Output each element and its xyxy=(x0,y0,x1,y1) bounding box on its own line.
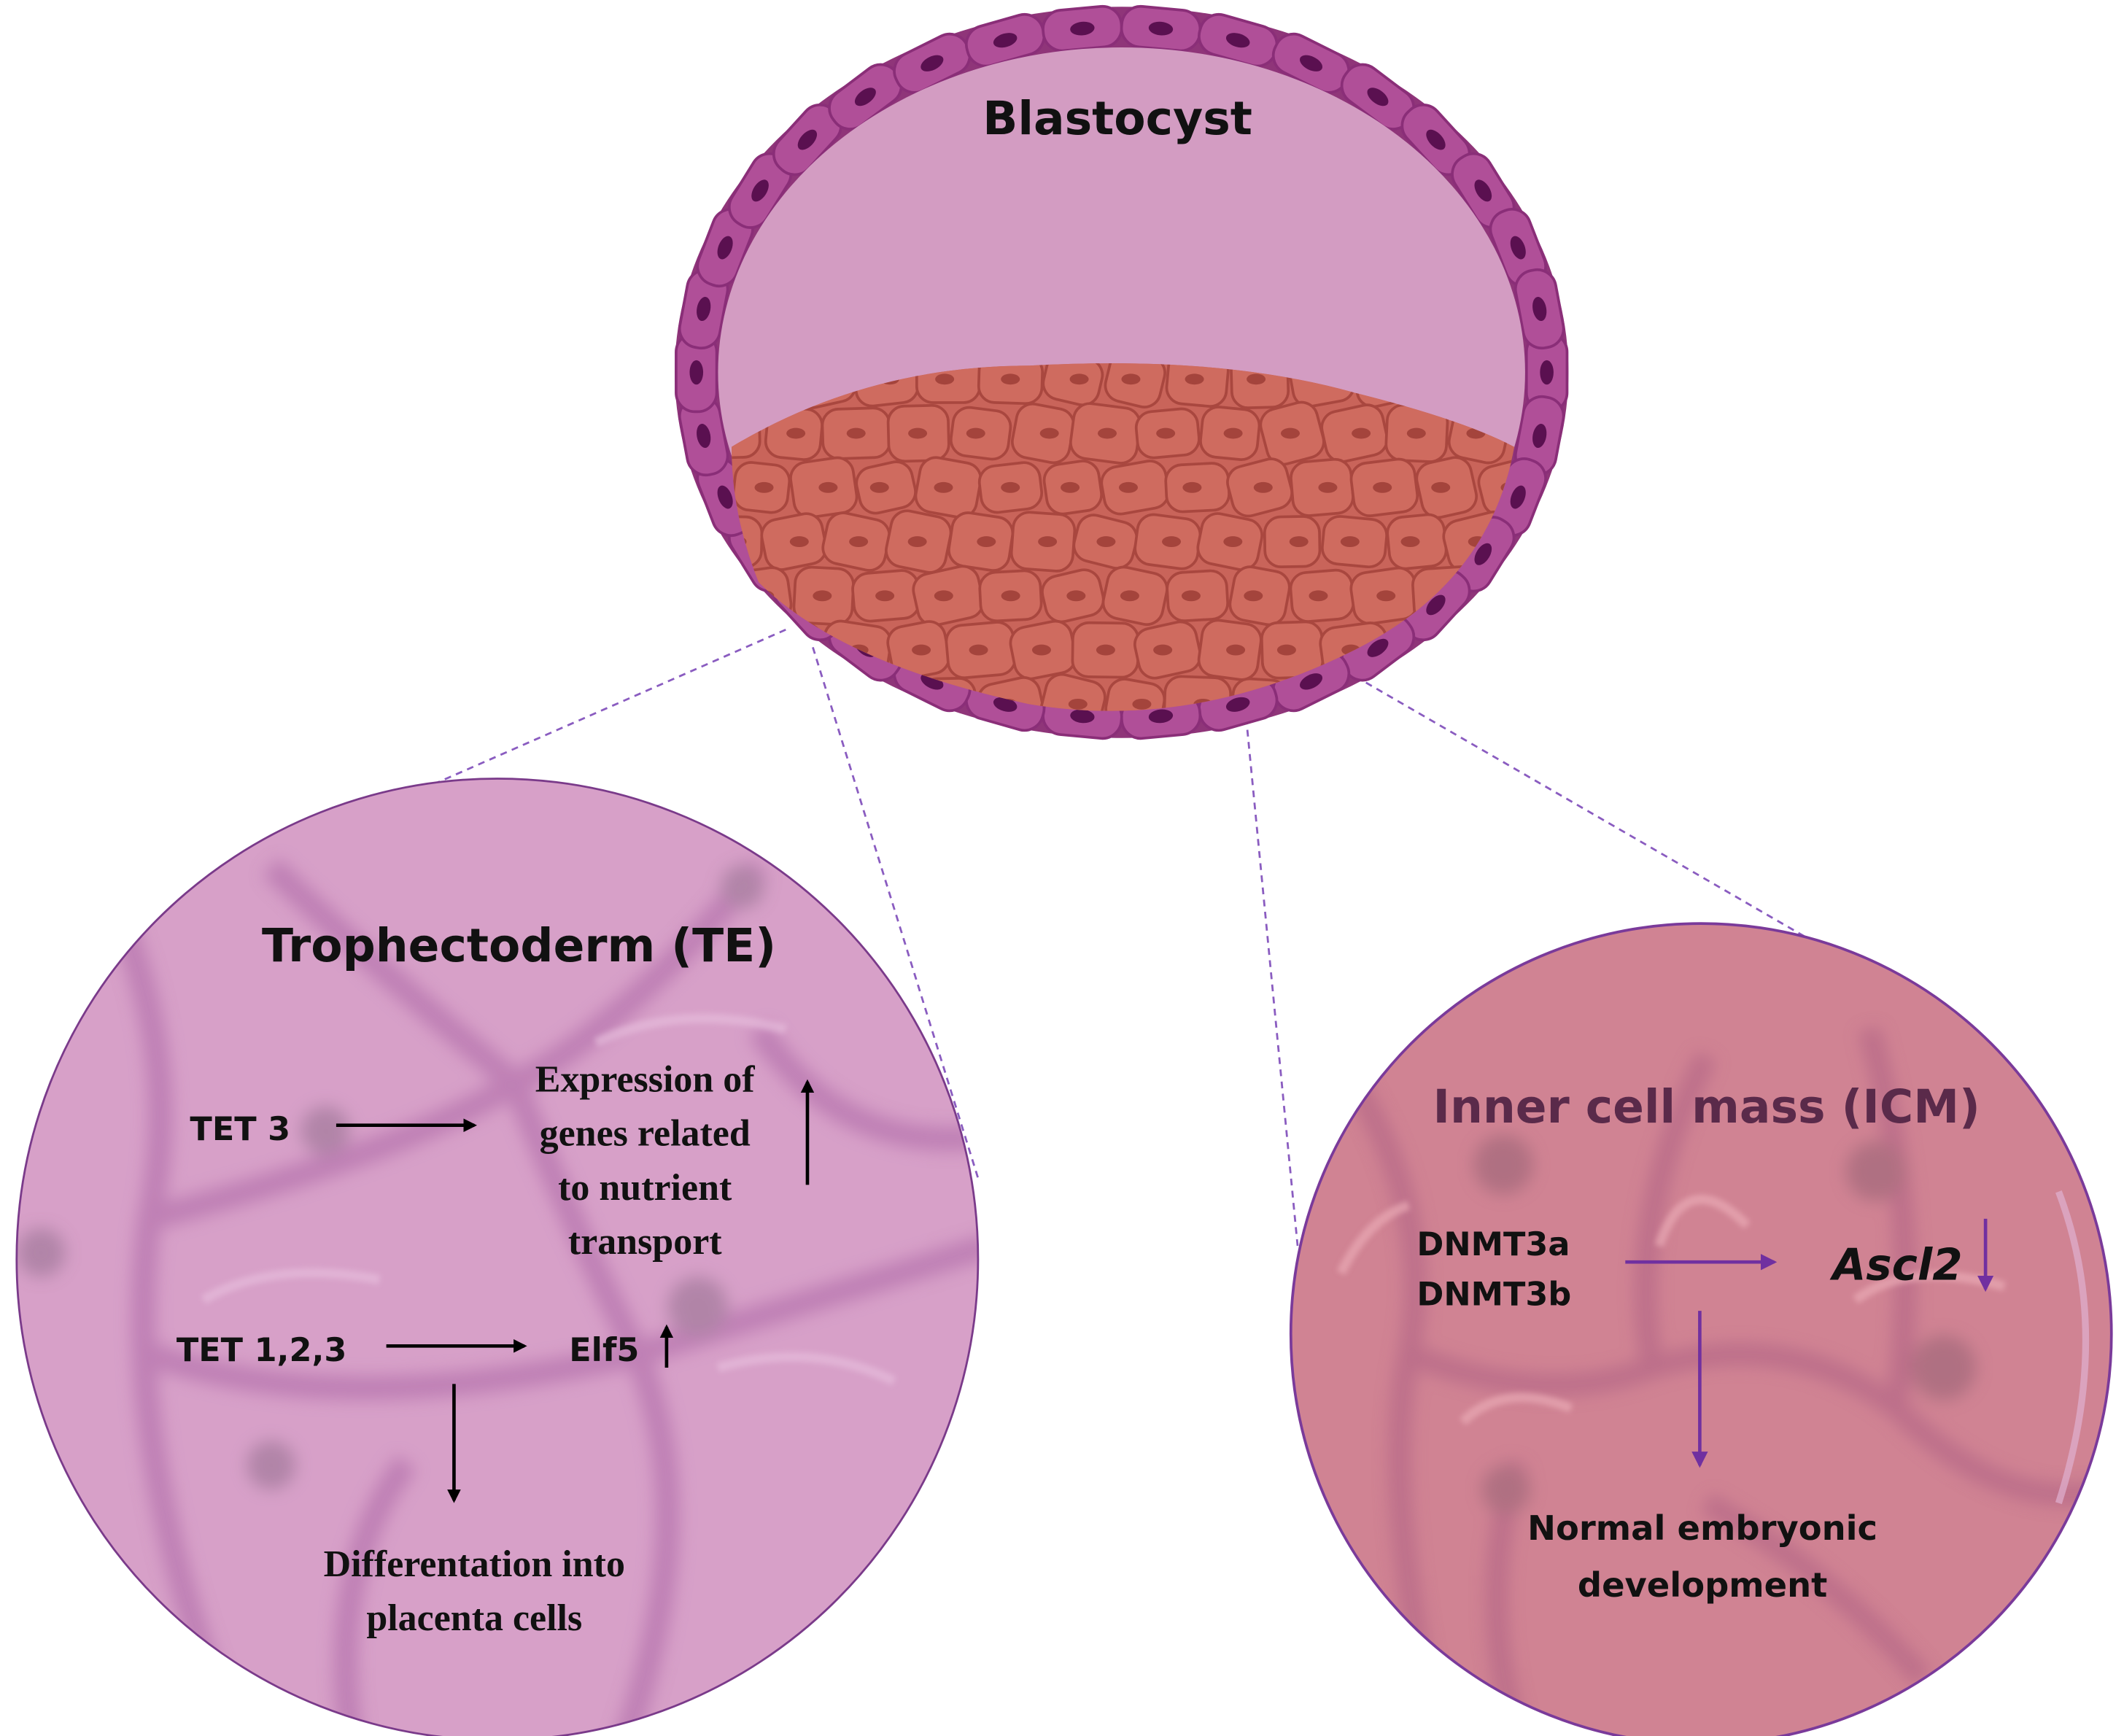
trophectoderm-cell xyxy=(678,268,729,350)
icm-cell xyxy=(1133,620,1202,680)
icm-cell xyxy=(855,460,917,515)
icm-cell xyxy=(912,565,985,627)
expression-line: genes related xyxy=(540,1113,751,1155)
trophectoderm-cell xyxy=(1489,208,1547,288)
icm-cell xyxy=(1321,515,1388,569)
icm-cell xyxy=(732,678,794,711)
icm-cell xyxy=(1228,565,1291,627)
icm-cell xyxy=(1289,568,1355,623)
icm-cell xyxy=(1041,568,1105,624)
expression-line: transport xyxy=(568,1221,722,1263)
icm-cell xyxy=(1351,677,1418,711)
icm-cell xyxy=(792,565,855,626)
trophectoderm-cell xyxy=(1042,4,1123,53)
icm-cell xyxy=(1415,456,1478,519)
icm-cell xyxy=(1386,513,1448,570)
trophectoderm-cell xyxy=(1513,268,1565,350)
trophectoderm-zoom-circle: Trophectoderm (TE) TET 3 Expression of g… xyxy=(15,778,980,1736)
trophectoderm-cell xyxy=(675,331,718,414)
icm-cell xyxy=(1320,403,1389,463)
icm-zoom-circle: Inner cell mass (ICM) DNMT3a DNMT3b Ascl… xyxy=(1290,922,2113,1736)
elf5-label: Elf5 xyxy=(569,1331,639,1369)
trophectoderm-title: Trophectoderm (TE) xyxy=(262,918,776,972)
ascl2-label: Ascl2 xyxy=(1829,1240,1962,1290)
dnmt3b-label: DNMT3b xyxy=(1416,1276,1571,1314)
icm-cell xyxy=(1039,673,1106,711)
icm-cell xyxy=(789,456,858,519)
icm-cell xyxy=(732,461,791,514)
icm-cell xyxy=(1349,566,1419,625)
differentiation-line: placenta cells xyxy=(366,1597,582,1639)
icm-cell xyxy=(1480,678,1515,711)
differentiation-text: Differentation into placenta cells xyxy=(324,1543,625,1639)
trophectoderm-cell xyxy=(696,208,754,288)
icm-cell xyxy=(1197,619,1263,681)
icm-cell xyxy=(1263,515,1322,569)
differentiation-line: Differentation into xyxy=(324,1543,625,1585)
icm-cell xyxy=(1166,569,1229,622)
icm-cell xyxy=(945,621,1017,680)
icm-cell xyxy=(1444,621,1513,678)
icm-cell xyxy=(1226,457,1293,518)
icm-cell xyxy=(978,569,1043,623)
nutrient-transport-text: Expression of genes related to nutrient … xyxy=(535,1058,755,1263)
trophectoderm-cell xyxy=(678,395,729,477)
icm-cell xyxy=(947,511,1015,572)
icm-cell xyxy=(732,566,793,626)
icm-cell xyxy=(732,621,761,679)
icm-cell xyxy=(1011,402,1075,465)
icm-cell xyxy=(1133,513,1202,570)
icm-cell xyxy=(1071,621,1140,679)
trophectoderm-cell xyxy=(1513,395,1565,477)
icm-title: Inner cell mass (ICM) xyxy=(1433,1080,1980,1134)
icm-cell xyxy=(1042,363,1104,407)
outcome-text: Normal embryonic development xyxy=(1527,1508,1877,1605)
icm-cell xyxy=(1290,457,1354,517)
trophectoderm-cell xyxy=(1120,4,1202,53)
icm-cell xyxy=(914,456,982,519)
icm-cell xyxy=(1259,400,1325,466)
icm-cell xyxy=(1164,462,1230,514)
blastocyst-illustration: Blastocyst xyxy=(675,4,1569,740)
icm-cell xyxy=(1196,512,1263,571)
icm-cell xyxy=(885,509,953,574)
icm-cell xyxy=(886,403,950,463)
expression-line: to nutrient xyxy=(558,1167,732,1209)
icm-cell xyxy=(977,461,1044,514)
icm-cell xyxy=(821,406,892,460)
icm-cell xyxy=(1349,457,1419,517)
dnmt3a-label: DNMT3a xyxy=(1416,1225,1570,1263)
icm-cell xyxy=(949,406,1012,461)
icm-cell xyxy=(1416,676,1477,711)
icm-cell xyxy=(1042,460,1103,516)
blastocyst-label: Blastocyst xyxy=(982,91,1252,145)
expression-line: Expression of xyxy=(535,1058,755,1100)
icm-cell xyxy=(1009,619,1077,681)
icm-cell xyxy=(1199,406,1261,461)
tet123-label: TET 1,2,3 xyxy=(177,1331,347,1369)
icm-cell xyxy=(1069,402,1142,465)
icm-cell xyxy=(851,569,921,623)
icm-cell xyxy=(977,363,1044,406)
icm-cell xyxy=(1134,407,1201,460)
outcome-line: development xyxy=(1578,1565,1827,1605)
icm-cell xyxy=(1009,511,1077,573)
outcome-line: Normal embryonic xyxy=(1527,1508,1877,1548)
icm-cell xyxy=(1101,565,1168,627)
icm-cell xyxy=(1104,363,1166,408)
tet3-label: TET 3 xyxy=(190,1110,290,1148)
